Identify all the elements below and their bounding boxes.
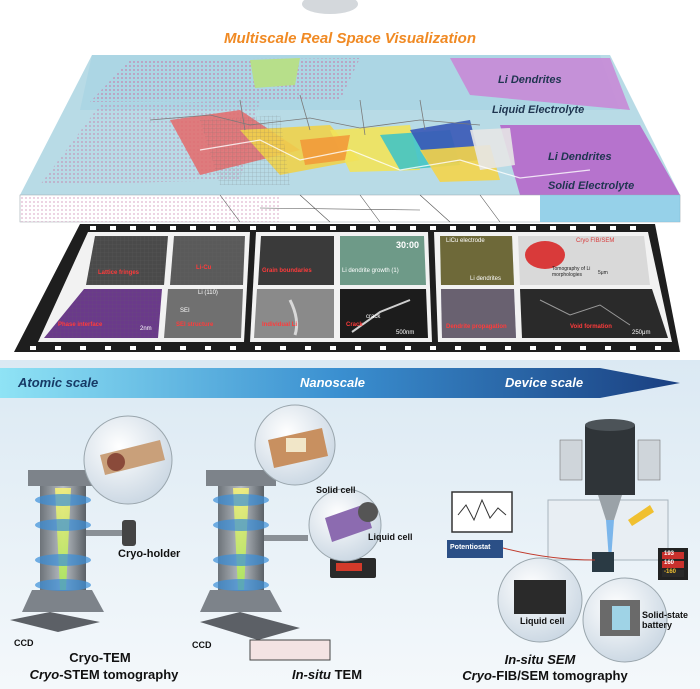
- ccd-label-mid: CCD: [192, 640, 212, 650]
- solid-state-battery-label: Solid-state battery: [642, 610, 689, 630]
- tile-label: 30:00: [396, 240, 420, 250]
- liquid-cell-sem-label: Liquid cell: [520, 616, 565, 626]
- readout-2: 160: [664, 560, 675, 566]
- caption-cryo-tem: Cryo-TEM: [69, 650, 131, 665]
- scale-label-nano: Nanoscale: [300, 375, 366, 390]
- tile-label: Grain boundaries: [262, 268, 312, 274]
- tile-label: Li dendrites: [470, 276, 502, 282]
- caption-insitu-sem: In-situ SEM: [504, 652, 576, 667]
- tile-label: Li-Cu: [196, 265, 212, 271]
- caption-prefix: In-situ: [291, 667, 331, 682]
- caption-rest: -FIB/SEM tomography: [491, 668, 628, 683]
- sem-instrument: [447, 419, 688, 663]
- tile-label: Crack: [346, 322, 363, 328]
- tile-label: Lattice fringes: [98, 270, 140, 276]
- ccd-label-left: CCD: [14, 638, 34, 648]
- readout-1: 193: [664, 551, 675, 557]
- tile-label: 2nm: [140, 326, 152, 332]
- tile-label: Tomography of Li morphologies: [552, 266, 591, 278]
- layer-label-liquid-electrolyte: Liquid Electrolyte: [492, 104, 585, 116]
- tile-label: 250μm: [632, 330, 651, 336]
- solid-cell-label: Solid cell: [316, 485, 356, 495]
- filmstrip: [14, 224, 680, 352]
- caption-prefix: Cryo: [29, 667, 60, 682]
- tile-label: crack: [366, 314, 381, 320]
- page-title: Multiscale Real Space Visualization: [223, 30, 477, 47]
- tile-label: Void formation: [570, 324, 612, 330]
- tile-label: Cryo FIB/SEM: [576, 238, 615, 244]
- layer-label-solid-electrolyte: Solid Electrolyte: [548, 180, 635, 192]
- caption-prefix: Cryo: [462, 668, 492, 683]
- insitu-tem-instrument: [200, 404, 382, 661]
- layer-label-li-dendrites-bottom: Li Dendrites: [548, 151, 612, 163]
- multiscale-slab: [19, 55, 681, 223]
- caption-insitu-tem: In-situ TEM: [272, 667, 382, 682]
- tile-label: Phase interface: [58, 322, 103, 328]
- readout-3: -160: [664, 569, 677, 575]
- tile-label: SEI: [180, 308, 190, 314]
- tile-label: Li dendrite growth (1): [342, 268, 399, 274]
- caption-cryo-fib: Cryo-FIB/SEM tomography: [455, 668, 635, 683]
- tile-label: Dendrite propagation: [446, 324, 507, 330]
- lamp-icon: [302, 0, 358, 14]
- layer-label-li-dendrites-top: Li Dendrites: [498, 74, 562, 86]
- scale-label-atomic: Atomic scale: [18, 375, 99, 390]
- tile-label: 5μm: [598, 270, 608, 276]
- cryo-holder-label: Cryo-holder: [118, 548, 181, 560]
- liquid-cell-tem-label: Liquid cell: [368, 532, 413, 542]
- tile-label: Individual Li: [262, 322, 298, 328]
- caption-rest: -STEM tomography: [59, 667, 179, 682]
- tile-label: 500nm: [396, 330, 415, 336]
- caption-cryo-stem: Cryo-STEM tomography: [14, 667, 194, 682]
- caption-rest: TEM: [330, 667, 363, 682]
- cryo-tem-instrument: [10, 415, 173, 632]
- potentiostat-label: Potentiostat: [450, 544, 491, 551]
- tile-label: SEI structure: [176, 322, 214, 328]
- tile-label: Li (110): [198, 290, 218, 296]
- tile-label: LiCu electrode: [446, 238, 485, 244]
- scale-label-device: Device scale: [505, 375, 584, 390]
- scale-arrow: [0, 368, 680, 398]
